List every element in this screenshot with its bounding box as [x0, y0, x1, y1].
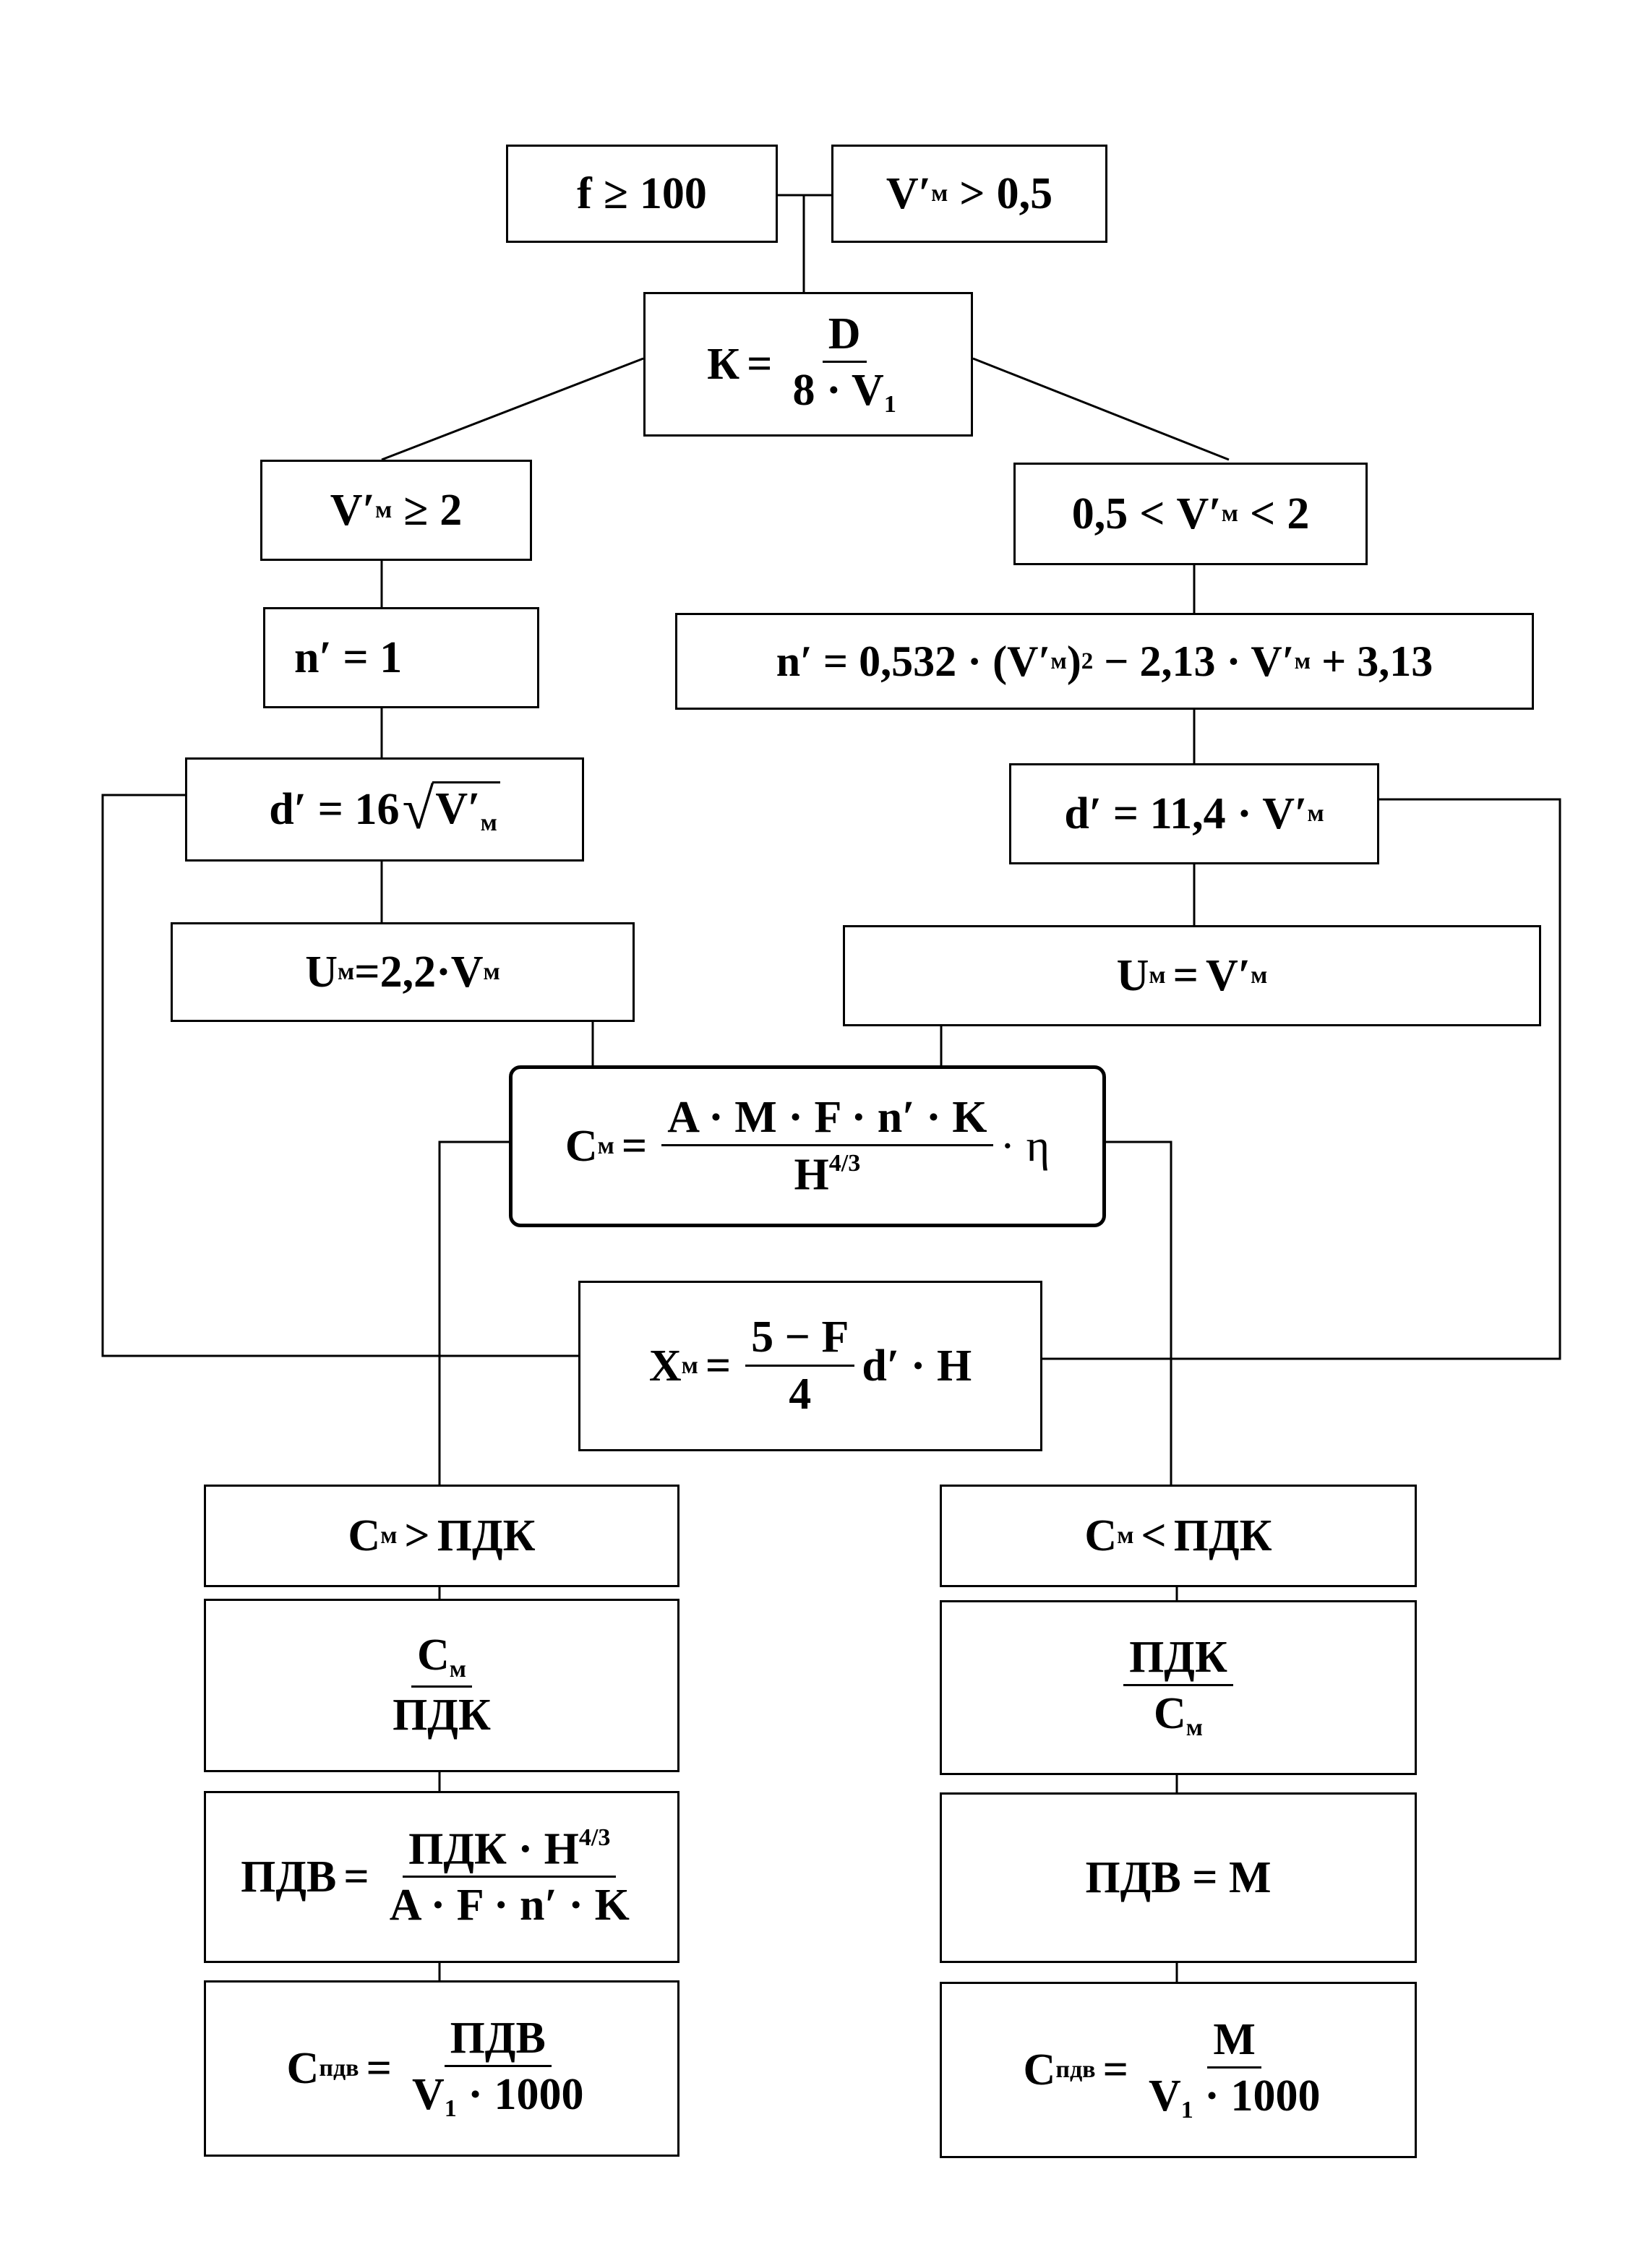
condition-f: f ≥ 100	[506, 145, 778, 243]
k-formula: К = D 8 · V1	[643, 292, 973, 437]
left-ratio: См ПДК	[204, 1599, 679, 1772]
k-fraction: D 8 · V1	[792, 309, 896, 418]
connector-right-d-loop	[1042, 798, 1561, 1360]
right-condition-vm-range: 0,5 < V′м < 2	[1013, 463, 1368, 565]
left-n-value: n′ = 1	[263, 607, 539, 708]
right-ratio: ПДК См	[940, 1600, 1417, 1775]
left-pdv-formula: ПДВ = ПДК · H4/3 A · F · n′ · K	[204, 1791, 679, 1963]
connector-k-to-right	[972, 357, 1230, 461]
left-cpdv-fraction: ПДВ V1 · 1000	[411, 2013, 584, 2123]
right-cpdv-fraction: M V1 · 1000	[1148, 2014, 1321, 2124]
connector-cm-right-branch	[1106, 1141, 1172, 1485]
cm-fraction: A · M · F · n′ · K H4/3	[661, 1094, 993, 1199]
left-condition-vm-ge-2: V′м ≥ 2	[260, 460, 532, 561]
right-n-formula: n′ = 0,532 · (V′м)2 − 2,13 · V′м + 3,13	[675, 613, 1534, 710]
right-pdv-formula: ПДВ = M	[940, 1792, 1417, 1963]
connector-cm-left-branch	[438, 1141, 509, 1485]
condition-vm-threshold: V′м > 0,5	[831, 145, 1107, 243]
right-d-formula: d′ = 11,4 · V′м	[1009, 763, 1379, 864]
left-ratio-fraction: См ПДК	[393, 1630, 491, 1740]
connector-left-d-loop	[101, 794, 578, 1357]
right-ratio-fraction: ПДК См	[1123, 1633, 1233, 1741]
xm-fraction: 5 − F 4	[745, 1314, 855, 1417]
left-pdv-fraction: ПДК · H4/3 A · F · n′ · K	[389, 1824, 630, 1930]
connector-k-to-left	[381, 357, 644, 461]
left-d-formula: d′ = 16 √V′м	[185, 757, 584, 862]
